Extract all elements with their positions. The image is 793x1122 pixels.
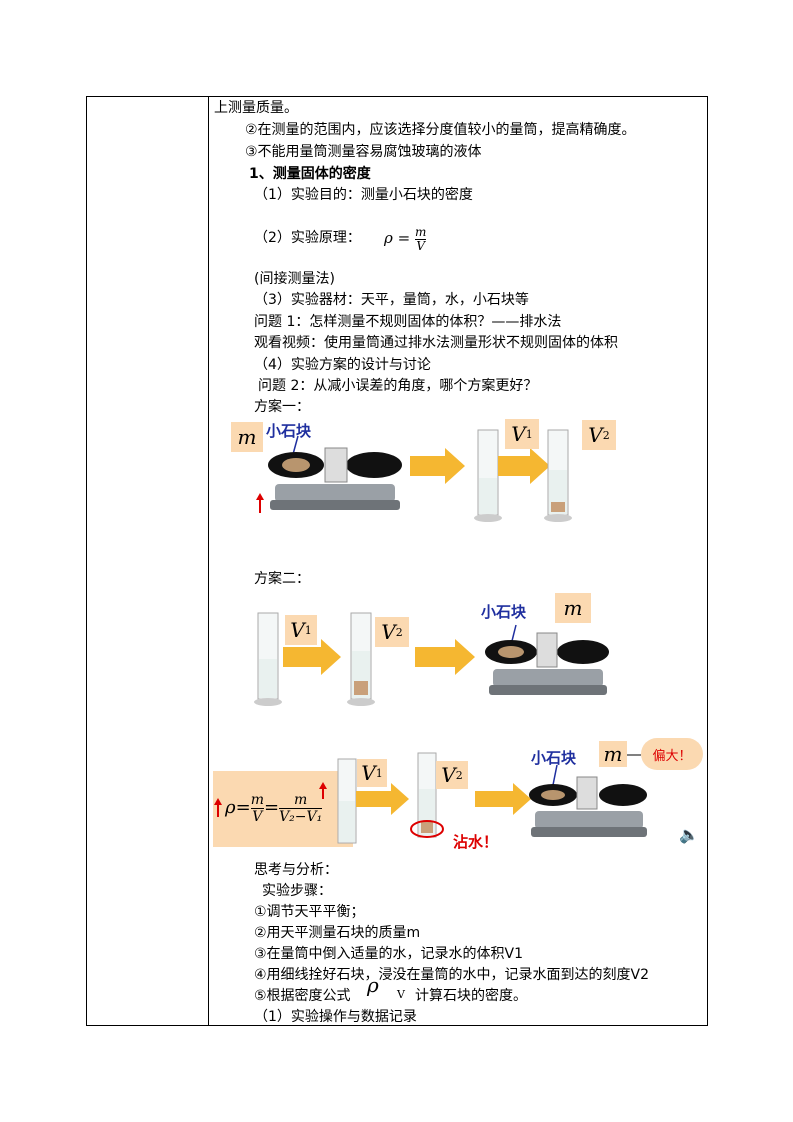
step-item: ①调节天平平衡； (254, 904, 365, 920)
content-table (86, 96, 708, 1026)
arrow-icon (356, 783, 409, 815)
balance-icon (485, 632, 609, 695)
step-item: ④用细线拴好石块，浸没在量筒的水中，记录水面到达的刻度V2 (254, 967, 650, 983)
mass-label: m (555, 593, 591, 623)
step-item: ②用天平测量石块的质量m (254, 925, 421, 941)
step-formula-rho: ρ (367, 973, 379, 997)
highlight-circle-icon (410, 820, 444, 838)
text-line: 方案一： (254, 399, 310, 415)
text-line: （1）实验操作与数据记录 (254, 1009, 417, 1025)
text-line: （1）实验目的：测量小石块的密度 (254, 187, 473, 203)
text-line: （4）实验方案的设计与讨论 (254, 357, 431, 373)
too-big-bubble: 偏大！ (641, 738, 703, 770)
measuring-cylinder-icon (544, 429, 572, 522)
text-line: 问题 2：从减小误差的角度，哪个方案更好？ (258, 378, 538, 394)
arrow-icon (410, 448, 465, 484)
balance-icon (529, 776, 647, 837)
text-line: （3）实验器材：天平，量筒，水，小石块等 (254, 292, 529, 308)
mass-label: m (231, 422, 263, 452)
text-line: 问题 1：怎样测量不规则固体的体积？——排水法 (254, 314, 562, 330)
measuring-cylinder-icon (337, 758, 357, 844)
error-analysis-drawing (214, 752, 647, 844)
column-divider (208, 97, 209, 1025)
mass-label: m (599, 741, 627, 767)
text-line: 上测量质量。 (214, 100, 298, 116)
stone-label: 小石块 (266, 422, 312, 440)
scheme-one-drawing (256, 429, 572, 522)
measuring-cylinder-icon (347, 612, 375, 706)
stone-label: 小石块 (531, 749, 577, 767)
text-line: 观看视频：使用量筒通过排水法测量形状不规则固体的体积 (254, 335, 618, 351)
arrow-icon (283, 639, 341, 675)
balance-icon (268, 447, 402, 510)
text-line: 实验步骤： (262, 883, 332, 899)
step-item-tail: 计算石块的密度。 (415, 988, 527, 1004)
text-line: (间接测量法) (254, 271, 335, 287)
text-line: ③不能用量筒测量容易腐蚀玻璃的液体 (245, 144, 482, 160)
text-line: ②在测量的范围内，应该选择分度值较小的量筒，提高精确度。 (245, 122, 636, 138)
formula-box (213, 771, 353, 847)
arrow-icon (415, 639, 475, 675)
section-heading: 1、测量固体的密度 (249, 166, 371, 182)
step-item: ③在量筒中倒入适量的水，记录水的体积V1 (254, 946, 524, 962)
scheme-two-drawing (254, 612, 609, 706)
measuring-cylinder-icon (417, 752, 437, 838)
text-line: 思考与分析： (254, 862, 338, 878)
step-formula-v: V (397, 988, 405, 1001)
text-line: 方案二： (254, 571, 310, 587)
text-line: （2）实验原理： (254, 230, 361, 246)
arrow-icon (475, 783, 531, 815)
measuring-cylinder-icon (474, 429, 502, 522)
arrow-icon (498, 448, 550, 484)
step-item: ⑤根据密度公式 (254, 988, 351, 1004)
stone-label: 小石块 (481, 603, 527, 621)
measuring-cylinder-icon (254, 612, 282, 706)
wet-note: 沾水！ (453, 833, 499, 851)
speaker-icon[interactable]: 🔈 (679, 825, 699, 844)
